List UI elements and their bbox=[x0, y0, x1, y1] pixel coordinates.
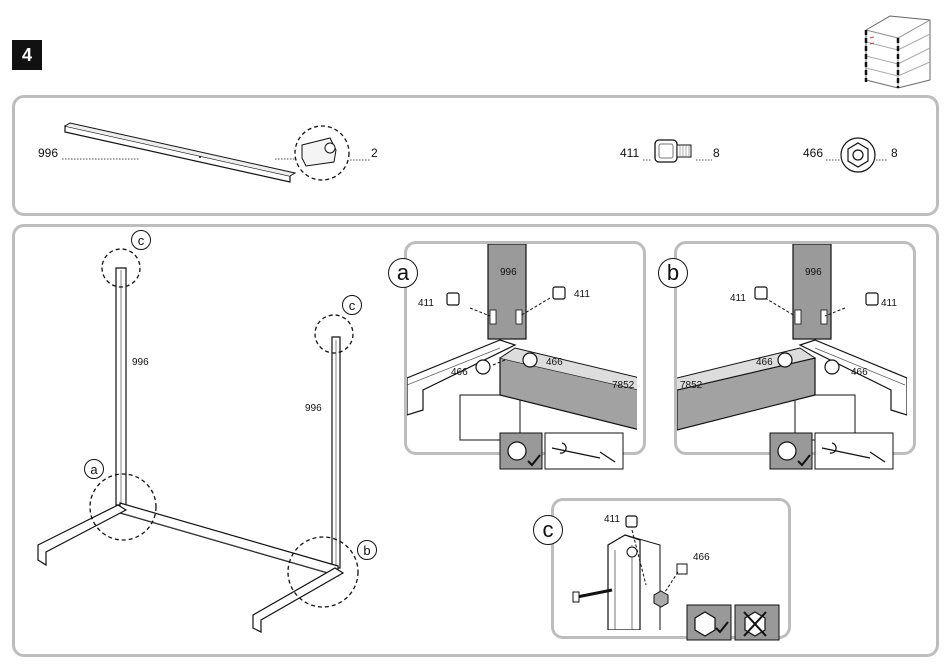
detail-c-bolt-label: 411 bbox=[604, 514, 620, 525]
detail-c-letter: c bbox=[533, 515, 563, 545]
detail-c-nut-label: 466 bbox=[693, 552, 710, 563]
